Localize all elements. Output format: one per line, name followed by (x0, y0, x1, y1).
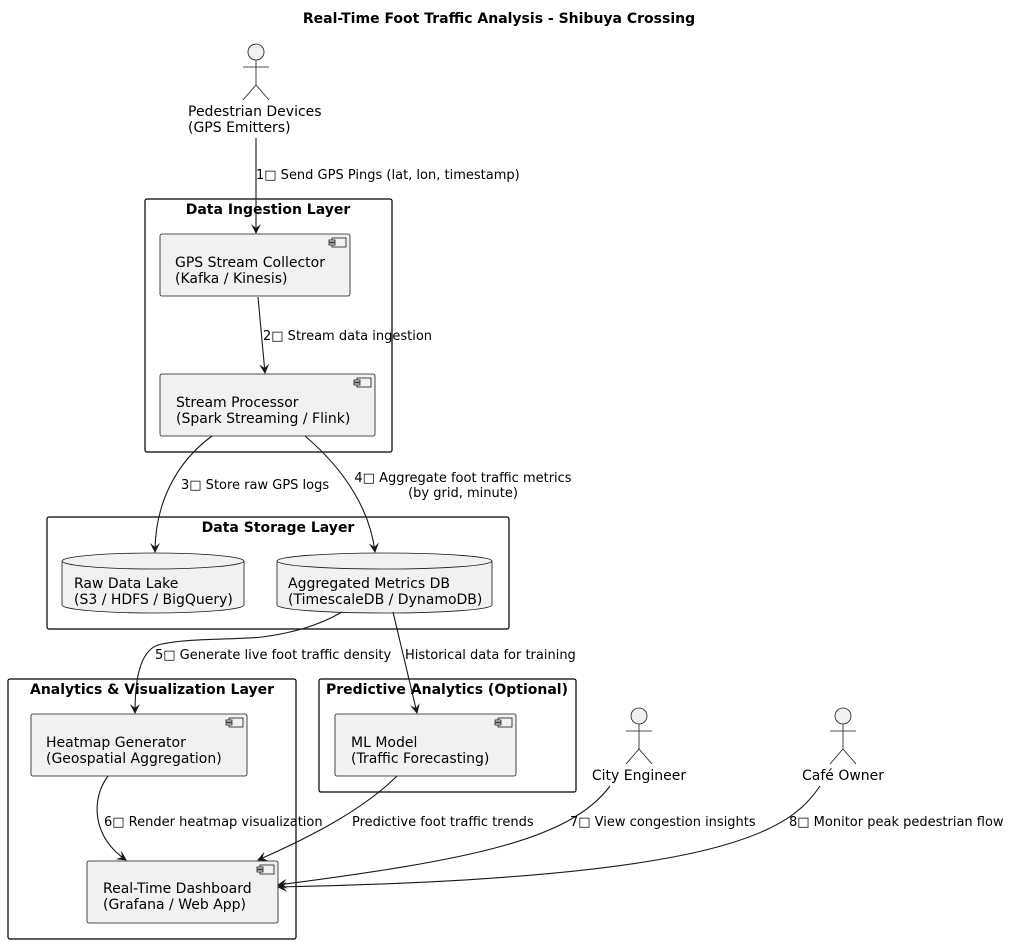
edge-label: Predictive foot traffic trends (352, 815, 534, 830)
actor-icon (829, 707, 857, 765)
database-aggregated-metrics: Aggregated Metrics DB (TimescaleDB / Dyn… (276, 552, 493, 614)
actor-icon (242, 43, 270, 101)
component-stream-processor: Stream Processor (Spark Streaming / Flin… (159, 373, 376, 437)
edge-label: 3□ Store raw GPS logs (181, 478, 329, 493)
actor-label-line: Café Owner (802, 768, 884, 784)
component-heatmap-generator: Heatmap Generator (Geospatial Aggregatio… (30, 713, 248, 777)
edge-predictive-trends: Predictive foot traffic trends (257, 775, 534, 861)
component-icon (494, 717, 513, 728)
edge-generate-density: 5□ Generate live foot traffic density (130, 611, 392, 714)
edge-label: 4□ Aggregate foot traffic metrics (354, 471, 571, 486)
actor-label-line: City Engineer (592, 768, 686, 784)
actor-label-line: (GPS Emitters) (188, 120, 291, 136)
actor-city-engineer: City Engineer (592, 707, 686, 784)
actor-pedestrian-devices: Pedestrian Devices (GPS Emitters) (188, 43, 322, 136)
database-label-line: Raw Data Lake (74, 576, 178, 592)
component-label-line: Stream Processor (176, 395, 299, 411)
edge-label: 2□ Stream data ingestion (263, 329, 432, 344)
edge-view-congestion: 7□ View congestion insights (277, 785, 756, 889)
actor-cafe-owner: Café Owner (802, 707, 884, 784)
component-label-line: (Kafka / Kinesis) (175, 271, 287, 287)
edge-monitor-peak-flow: 8□ Monitor peak pedestrian flow (277, 785, 1004, 892)
component-label-line: (Grafana / Web App) (103, 897, 246, 913)
package-title-ingestion: Data Ingestion Layer (186, 202, 351, 218)
actor-label-line: Pedestrian Devices (188, 104, 322, 120)
edge-render-heatmap: 6□ Render heatmap visualization (96, 775, 323, 861)
edge-label: (by grid, minute) (408, 486, 518, 501)
component-icon (328, 237, 347, 248)
edge-label: 7□ View congestion insights (570, 815, 756, 830)
component-real-time-dashboard: Real-Time Dashboard (Grafana / Web App) (86, 860, 279, 924)
component-icon (225, 717, 244, 728)
edge-label: 1□ Send GPS Pings (lat, lon, timestamp) (256, 168, 520, 183)
component-icon (353, 377, 372, 388)
package-title-analytics: Analytics & Visualization Layer (30, 682, 274, 698)
component-label-line: GPS Stream Collector (175, 255, 325, 271)
edge-label: 8□ Monitor peak pedestrian flow (789, 815, 1004, 830)
edge-stream-data-ingestion: 2□ Stream data ingestion (257, 296, 432, 374)
diagram-title: Real-Time Foot Traffic Analysis - Shibuy… (303, 11, 695, 27)
component-label-line: Real-Time Dashboard (103, 881, 252, 897)
component-label-line: ML Model (351, 735, 417, 751)
edge-historical-training: Historical data for training (392, 611, 576, 714)
component-icon (256, 864, 275, 875)
component-label-line: Heatmap Generator (46, 735, 186, 751)
edge-label: Historical data for training (405, 648, 576, 663)
edge-send-gps-pings: 1□ Send GPS Pings (lat, lon, timestamp) (251, 138, 520, 234)
edge-label: 5□ Generate live foot traffic density (155, 648, 392, 663)
package-title-predictive: Predictive Analytics (Optional) (326, 682, 568, 698)
package-title-storage: Data Storage Layer (202, 520, 355, 536)
database-raw-data-lake: Raw Data Lake (S3 / HDFS / BigQuery) (61, 552, 245, 614)
database-label-line: (S3 / HDFS / BigQuery) (74, 592, 233, 608)
component-ml-model: ML Model (Traffic Forecasting) (334, 713, 517, 777)
edge-label: 6□ Render heatmap visualization (104, 815, 323, 830)
component-label-line: (Traffic Forecasting) (351, 751, 489, 767)
actor-icon (625, 707, 653, 765)
component-label-line: (Geospatial Aggregation) (46, 751, 222, 767)
database-label-line: (TimescaleDB / DynamoDB) (288, 592, 482, 608)
component-gps-stream-collector: GPS Stream Collector (Kafka / Kinesis) (159, 233, 351, 297)
edge-aggregate-metrics: 4□ Aggregate foot traffic metrics (by gr… (304, 435, 572, 553)
edge-store-raw-gps-logs: 3□ Store raw GPS logs (150, 435, 329, 553)
database-label-line: Aggregated Metrics DB (288, 576, 450, 592)
component-label-line: (Spark Streaming / Flink) (176, 411, 350, 427)
